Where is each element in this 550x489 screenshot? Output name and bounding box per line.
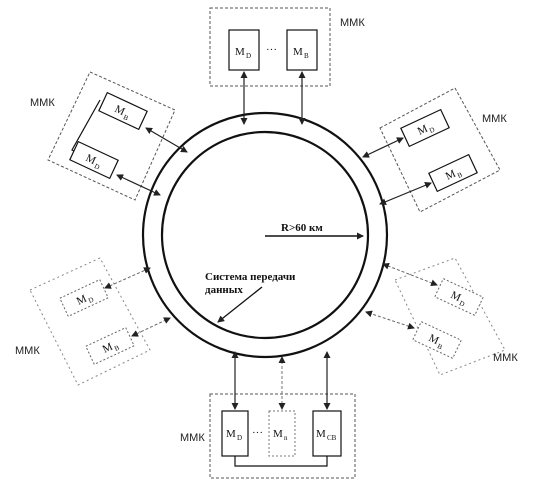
module-r-md: M D bbox=[434, 277, 484, 317]
mmk-label-top: ММК bbox=[340, 17, 365, 29]
mmk-label-top-left: ММК bbox=[30, 97, 55, 109]
system-label-line1: Система передачи bbox=[205, 271, 296, 283]
module-bottom-md: M D bbox=[221, 410, 249, 457]
module-tl-md: M D bbox=[69, 140, 119, 180]
module-top-mb: M B bbox=[286, 29, 318, 71]
svg-text:D: D bbox=[246, 52, 251, 60]
mmk-top-right: ММК M D M B bbox=[362, 87, 507, 213]
module-tr-mb: M B bbox=[428, 153, 478, 193]
svg-text:B: B bbox=[122, 113, 130, 122]
module-l-md: M D bbox=[59, 278, 109, 318]
ellipsis-top: ··· bbox=[266, 44, 277, 56]
mmk-top: ММК M D ··· M B bbox=[209, 7, 365, 125]
svg-text:M: M bbox=[293, 46, 303, 58]
svg-text:M: M bbox=[226, 428, 236, 440]
system-label-line2: данных bbox=[205, 284, 243, 296]
module-bottom-mn: M n bbox=[268, 410, 296, 457]
system-label-group: Система передачи данных bbox=[205, 271, 296, 323]
mmk-label-bottom: ММК bbox=[180, 432, 205, 444]
module-tr-md: M D bbox=[400, 108, 450, 148]
radius-label: R>60 км bbox=[281, 222, 323, 234]
svg-text:D: D bbox=[87, 295, 95, 304]
svg-text:B: B bbox=[113, 344, 121, 353]
svg-text:D: D bbox=[458, 299, 466, 308]
radius-indicator: R>60 км bbox=[265, 222, 364, 240]
mmk-bottom: ММК M D ··· M n M CB bbox=[180, 351, 356, 479]
module-bottom-mcb: M CB bbox=[312, 410, 342, 457]
module-l-mb: M B bbox=[85, 326, 135, 366]
mmk-top-left: ММК M B M D bbox=[30, 71, 188, 201]
mmk-label-top-right: ММК bbox=[482, 113, 507, 125]
module-tl-mb: M B bbox=[98, 91, 148, 131]
svg-text:B: B bbox=[436, 342, 444, 351]
data-transmission-ring bbox=[141, 111, 389, 359]
mmk-right: ММК M D M B bbox=[365, 257, 518, 376]
module-r-mb: M B bbox=[412, 320, 462, 360]
svg-text:M: M bbox=[316, 428, 326, 440]
ellipsis-bottom: ··· bbox=[252, 427, 263, 439]
svg-text:B: B bbox=[304, 52, 309, 60]
svg-text:M: M bbox=[235, 46, 245, 58]
svg-text:M: M bbox=[273, 428, 283, 440]
svg-text:D: D bbox=[93, 162, 101, 171]
svg-text:B: B bbox=[456, 171, 464, 180]
svg-text:D: D bbox=[237, 434, 242, 442]
svg-text:n: n bbox=[284, 434, 288, 442]
mmk-label-right: ММК bbox=[493, 352, 518, 364]
svg-text:D: D bbox=[428, 125, 436, 134]
mmk-left: ММК M D M B bbox=[15, 257, 171, 386]
mmk-label-left: ММК bbox=[15, 345, 40, 357]
module-top-md: M D bbox=[228, 29, 260, 71]
svg-text:CB: CB bbox=[327, 434, 337, 442]
